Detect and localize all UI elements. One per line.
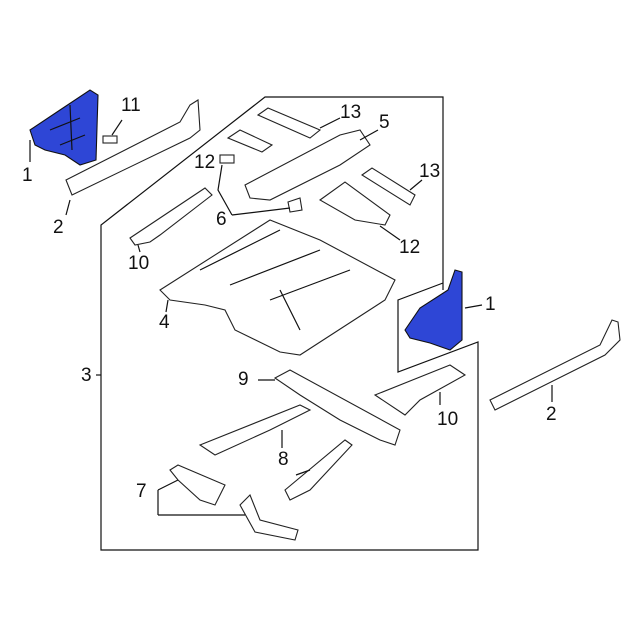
part-7-a: [169, 464, 226, 506]
part-13-top: [256, 107, 322, 139]
callout-10-right: 10: [437, 409, 459, 430]
part-7-b: [239, 494, 299, 541]
callout-3: 3: [81, 365, 92, 386]
callout-8: 8: [278, 449, 289, 470]
part-2-right: [489, 319, 621, 411]
callout-13-top: 13: [340, 102, 362, 123]
part-1-left: [29, 89, 99, 166]
callout-12-right: 12: [399, 237, 421, 258]
assembly-box: [100, 96, 479, 551]
callout-4: 4: [159, 312, 170, 333]
callout-5: 5: [379, 112, 390, 133]
part-11-bolt: [102, 135, 118, 144]
part-10-left: [129, 187, 213, 246]
callout-7: 7: [136, 481, 147, 502]
part-12-top: [226, 129, 274, 153]
part-8-b: [284, 439, 353, 501]
callout-13-right: 13: [419, 161, 441, 182]
callout-2-left: 2: [53, 217, 64, 238]
part-1-right: [404, 269, 463, 351]
part-4-floor: [159, 219, 396, 356]
part-8-a: [198, 404, 312, 456]
part-5-crossmember: [244, 129, 371, 201]
callout-11: 11: [121, 95, 141, 116]
part-6-bracket: [287, 197, 303, 213]
callout-12-top: 12: [194, 152, 216, 173]
callout-10-left: 10: [128, 253, 150, 274]
part-10-right: [373, 364, 467, 416]
callout-2-right: 2: [546, 404, 557, 425]
part-13-right: [361, 167, 416, 206]
callout-9: 9: [238, 369, 249, 390]
callout-6: 6: [216, 209, 227, 230]
part-2-left: [65, 99, 201, 196]
part-9: [273, 369, 401, 446]
callout-1-left: 1: [22, 165, 33, 186]
part-12-right: [318, 181, 391, 226]
callout-1-right: 1: [485, 294, 496, 315]
